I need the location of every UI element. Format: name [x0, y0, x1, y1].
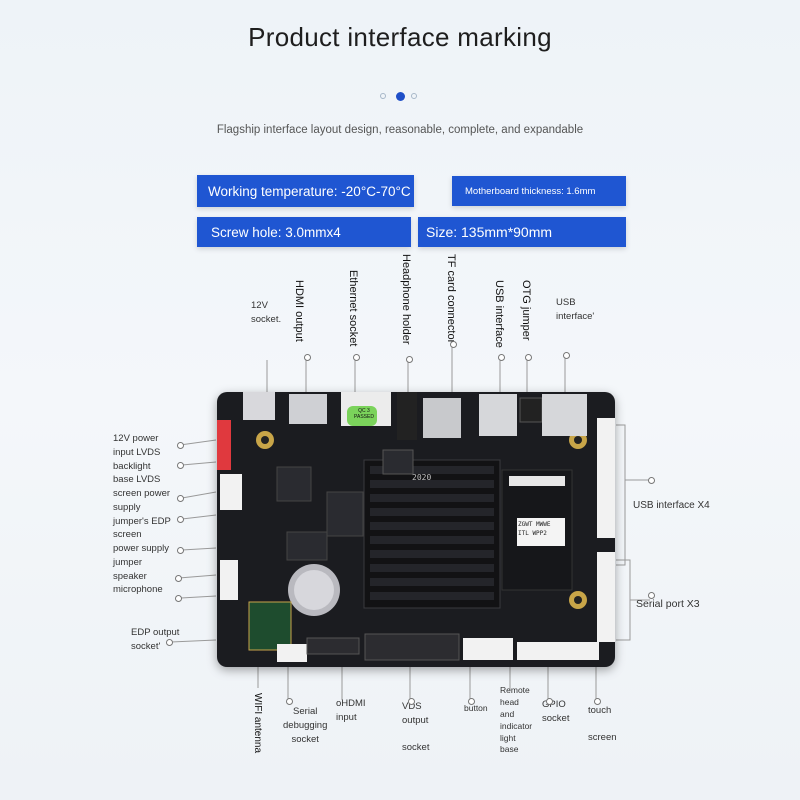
callout-dot	[177, 516, 184, 523]
module-label: ZGWT MWWE ITL WPP2	[518, 521, 551, 537]
label-edp-output-socket: EDP output socket'	[131, 627, 180, 652]
label-otg-jumper: OTG jumper	[520, 280, 532, 341]
label-hdmi-output: HDMI output	[293, 280, 305, 342]
label-serial-port-x3: Serial port X3	[636, 598, 700, 610]
callout-dot	[406, 356, 413, 363]
subtitle: Flagship interface layout design, reason…	[216, 124, 584, 136]
callout-dot	[525, 354, 532, 361]
callout-dot	[408, 698, 415, 705]
label-tf-card-connector: TF card connector	[445, 254, 457, 344]
callout-dot	[304, 354, 311, 361]
spec-size: Size: 135mm*90mm	[418, 217, 626, 247]
callout-dot	[286, 698, 293, 705]
page-title: Product interface marking	[248, 22, 552, 52]
label-touch: touch	[588, 705, 612, 716]
callout-dot	[648, 592, 655, 599]
label-12v-socket: 12V socket.	[251, 300, 282, 325]
spec-size-text: Size: 135mm*90mm	[426, 224, 553, 240]
callout-dot	[563, 352, 570, 359]
spec-screw-text: Screw hole: 3.0mmx4	[211, 224, 341, 240]
callout-dot	[353, 354, 360, 361]
label-vds-socket: socket	[402, 742, 430, 753]
callout-dot	[498, 354, 505, 361]
label-usb-interface-x4: USB interface X4	[633, 500, 710, 511]
label-wifi-antenna: WIFI antenna	[252, 693, 263, 754]
label-button: button	[464, 703, 488, 713]
label-remote-head: Remote head and indicator light base	[500, 685, 533, 755]
spec-thickness: Motherboard thickness: 1.6mm	[452, 176, 626, 206]
qc-label: QC 3 PASSED	[354, 408, 374, 420]
callout-dot	[546, 698, 553, 705]
label-left-power-group: 12V power input LVDS backlight base LVDS…	[113, 433, 171, 596]
label-serial-debugging-socket: Serial debugging socket	[283, 706, 328, 745]
callout-dot	[175, 595, 182, 602]
callout-dot	[177, 495, 184, 502]
callout-dot	[594, 698, 601, 705]
callout-dot	[648, 477, 655, 484]
spec-screw: Screw hole: 3.0mmx4	[197, 217, 411, 247]
chip-year-text: 2020	[412, 473, 432, 482]
spec-temperature-text: Working temperature: -20°C-70°C	[208, 183, 411, 199]
spec-thickness-text: Motherboard thickness: 1.6mm	[465, 185, 596, 197]
callout-dot	[450, 341, 457, 348]
label-ohdmi-input: oHDMI input	[336, 698, 366, 723]
carousel-dot-1[interactable]	[380, 93, 386, 99]
label-ethernet-socket: Ethernet socket	[347, 270, 359, 347]
carousel-dot-2-active[interactable]	[396, 92, 405, 101]
label-touch-screen: screen	[588, 732, 617, 743]
callout-dot	[177, 442, 184, 449]
callout-dot	[468, 698, 475, 705]
label-headphone-holder: Headphone holder	[400, 254, 412, 345]
motherboard: 2020 QC 3 PASSED ZGWT MWWE ITL WPP2	[217, 392, 615, 667]
label-vds-output: VDS output	[402, 701, 429, 726]
label-usb-interface-2: USB interface'	[556, 297, 595, 322]
callout-dot	[166, 639, 173, 646]
callout-dot	[177, 462, 184, 469]
callout-dot	[175, 575, 182, 582]
carousel-dot-3[interactable]	[411, 93, 417, 99]
carousel-indicator[interactable]	[380, 92, 420, 102]
callout-dot	[177, 547, 184, 554]
board-components	[217, 392, 615, 662]
spec-temperature: Working temperature: -20°C-70°C	[197, 175, 414, 207]
label-usb-interface: USB interface	[493, 280, 505, 348]
label-gpio-socket: GPIO socket	[542, 699, 570, 724]
